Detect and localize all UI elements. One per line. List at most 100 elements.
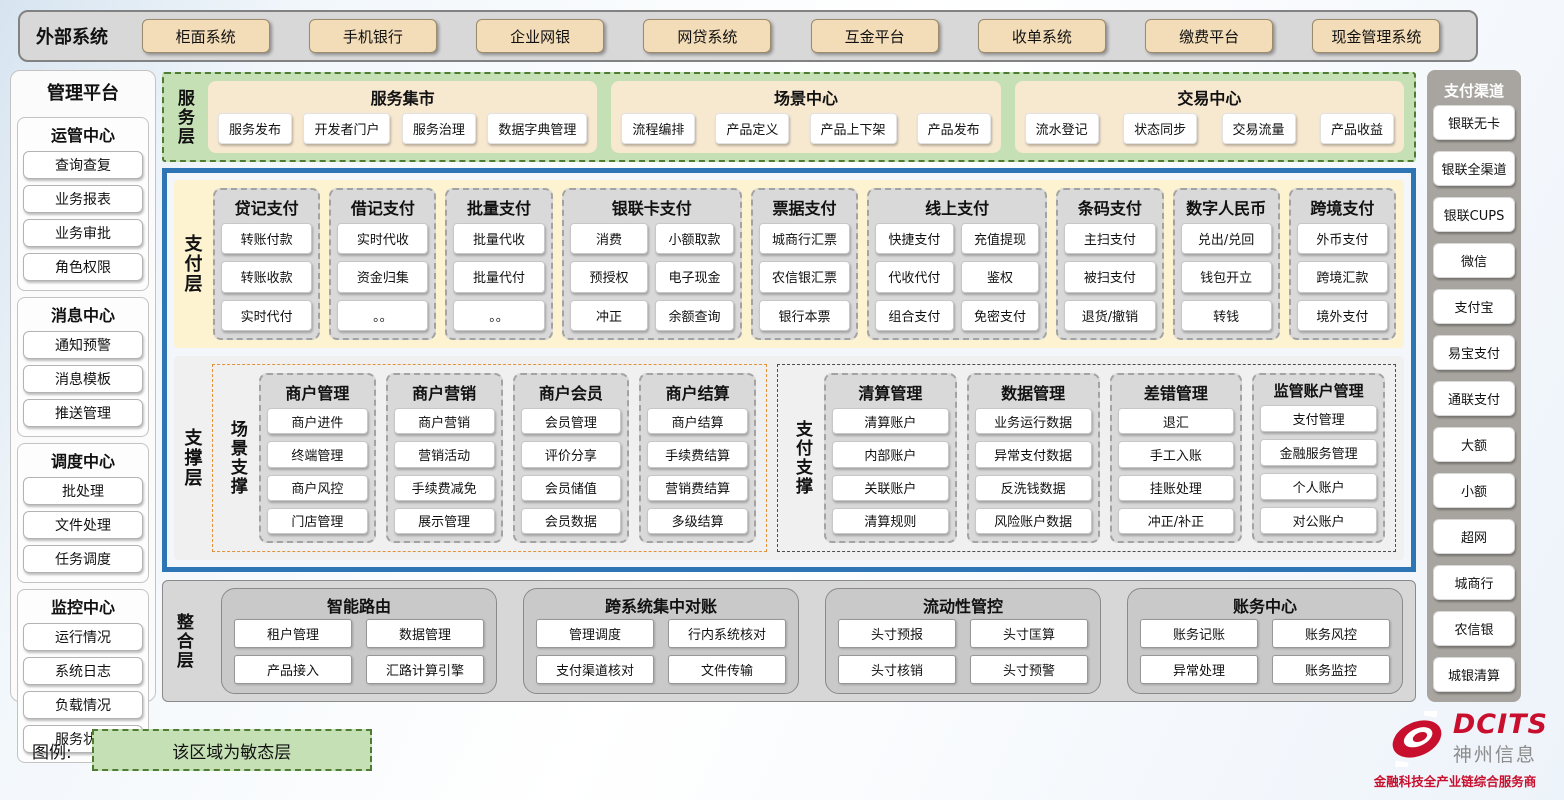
service-group-items: 服务发布开发者门户服务治理数据字典管理 [218,111,588,146]
payment-column-title: 条码支付 [1077,199,1142,218]
payment-item-box: 鉴权 [960,261,1040,293]
external-system-box: 收单系统 [977,19,1106,53]
external-system-box: 手机银行 [308,19,437,53]
integration-item-box: 管理调度 [536,619,654,648]
payment-channel-box: 城银清算 [1433,657,1515,692]
management-item-box: 业务审批 [23,219,143,247]
payment-item-box: 转账收款 [221,261,313,293]
external-system-box: 互金平台 [810,19,939,53]
payment-column-title: 批量支付 [467,199,532,218]
payment-layer-columns: 贷记支付转账付款转账收款实时代付借记支付实时代收资金归集。。 批量支付批量代收批量… [213,188,1396,340]
payment-column: 借记支付实时代收资金归集。。 [329,188,437,340]
integration-group-title: 跨系统集中对账 [604,597,717,616]
service-item-box: 开发者门户 [303,113,391,144]
support-column-title: 商户营销 [412,384,477,403]
payment-channel-box: 农信银 [1433,611,1515,646]
integration-item-box: 产品接入 [234,655,352,684]
brand-text: DCITS 神州信息 [1453,711,1548,767]
payment-item-box: 退货/撤销 [1064,299,1156,331]
support-item-box: 业务运行数据 [974,408,1092,435]
support-column: 商户管理商户进件终端管理商户风控门店管理 [259,373,376,543]
support-item-box: 内部账户 [832,441,949,468]
stable-frame: 支付层 贷记支付转账付款转账收款实时代付借记支付实时代收资金归集。。 批量支付批量… [162,168,1416,572]
payment-item-box: 银行本票 [758,299,851,331]
service-item-box: 服务发布 [218,113,293,144]
service-layer-groups: 服务集市服务发布开发者门户服务治理数据字典管理场景中心流程编排产品定义产品上下架… [208,81,1404,153]
support-item-box: 商户风控 [267,474,368,501]
payment-column-title: 银联卡支付 [611,199,692,218]
support-column-title: 监管账户管理 [1273,382,1364,400]
management-group: 运管中心查询查复业务报表业务审批角色权限 [17,117,149,291]
payment-column: 贷记支付转账付款转账收款实时代付 [213,188,321,340]
service-group: 服务集市服务发布开发者门户服务治理数据字典管理 [208,81,598,153]
service-group: 场景中心流程编排产品定义产品上下架产品发布 [611,81,1001,153]
service-group-title: 交易中心 [1177,89,1242,108]
payment-item-box: 境外支付 [1296,299,1388,331]
payment-item-box: 资金归集 [337,261,429,293]
management-item-box: 角色权限 [23,253,143,281]
payment-column-items: 城商行汇票农信银汇票银行本票 [758,223,851,331]
integration-item-box: 头寸预报 [838,619,956,648]
management-group-title: 调度中心 [50,452,115,471]
legend: 图例: 该区域为敏态层该区域为稳态层 [32,729,384,771]
payment-item-box: 兑出/兑回 [1180,223,1272,255]
payment-item-box: 电子现金 [655,261,734,293]
integration-group-items: 管理调度行内系统核对支付渠道核对文件传输 [536,619,786,684]
payment-channels-title: 支付渠道 [1443,82,1504,100]
support-item-box: 展示管理 [393,507,495,534]
management-item-box: 文件处理 [23,511,143,539]
payment-item-box: 。。 [453,299,545,331]
external-systems-bar: 外部系统 柜面系统手机银行企业网银网贷系统互金平台收单系统缴费平台现金管理系统 [18,10,1478,62]
payment-column-items: 实时代收资金归集。。 [337,223,429,331]
integration-group-items: 账务记账账务风控异常处理账务监控 [1140,619,1390,684]
payment-channel-box: 银联全渠道 [1433,151,1515,186]
service-item-box: 产品发布 [916,113,991,144]
support-item-box: 评价分享 [520,441,622,468]
payment-channel-box: 大额 [1433,427,1515,462]
payment-item-box: 转账付款 [221,223,313,255]
payment-item-box: 充值提现 [960,223,1040,255]
payment-item-box: 消费 [569,223,649,255]
payment-column: 线上支付快捷支付充值提现代收代付鉴权组合支付免密支付 [867,188,1048,340]
integration-group-title: 流动性管控 [922,597,1003,616]
payment-item-box: 免密支付 [960,299,1040,331]
integration-group: 跨系统集中对账管理调度行内系统核对支付渠道核对文件传输 [523,588,799,694]
integration-item-box: 头寸预警 [970,655,1088,684]
integration-layer-groups: 智能路由租户管理数据管理产品接入汇路计算引擎跨系统集中对账管理调度行内系统核对支… [221,588,1403,694]
integration-item-box: 汇路计算引擎 [366,655,484,684]
support-item-box: 门店管理 [267,507,368,534]
payment-item-box: 实时代付 [221,299,313,331]
integration-group: 智能路由租户管理数据管理产品接入汇路计算引擎 [221,588,497,694]
payment-column-title: 跨境支付 [1310,199,1375,218]
payment-item-box: 跨境汇款 [1296,261,1388,293]
service-layer-label: 服务层 [173,88,194,146]
support-item-box: 商户营销 [393,408,495,435]
payment-column-items: 快捷支付充值提现代收代付鉴权组合支付免密支付 [875,223,1040,331]
payment-column: 银联卡支付消费小额取款预授权电子现金冲正余额查询 [561,188,742,340]
payment-channel-box: 超网 [1433,519,1515,554]
payment-layer: 支付层 贷记支付转账付款转账收款实时代付借记支付实时代收资金归集。。 批量支付批量… [174,180,1404,348]
support-column-title: 清算管理 [858,384,923,403]
integration-item-box: 租户管理 [234,619,352,648]
support-item-box: 关联账户 [832,474,949,501]
support-layer-label: 支撑层 [181,428,203,488]
payment-item-box: 批量代付 [453,261,545,293]
service-item-box: 产品上下架 [809,113,897,144]
payment-item-box: 被扫支付 [1064,261,1156,293]
integration-group: 流动性管控头寸预报头寸匡算头寸核销头寸预警 [825,588,1101,694]
integration-item-box: 账务监控 [1272,655,1390,684]
payment-layer-label: 支付层 [181,234,203,294]
service-item-box: 流水登记 [1024,113,1099,144]
external-systems-label: 外部系统 [36,27,108,48]
integration-item-box: 头寸核销 [838,655,956,684]
brand-block: DCITS 神州信息 金融科技全产业链综合服务商 [1362,711,1548,790]
support-column-items: 支付管理金融服务管理个人账户对公账户 [1260,405,1378,534]
payment-item-box: 批量代收 [453,223,545,255]
payment-column-title: 贷记支付 [234,199,299,218]
payment-channel-box: 小额 [1433,473,1515,508]
management-item-box: 系统日志 [23,657,143,685]
integration-item-box: 支付渠道核对 [536,655,654,684]
external-system-box: 现金管理系统 [1312,19,1441,53]
support-item-box: 对公账户 [1260,507,1378,534]
